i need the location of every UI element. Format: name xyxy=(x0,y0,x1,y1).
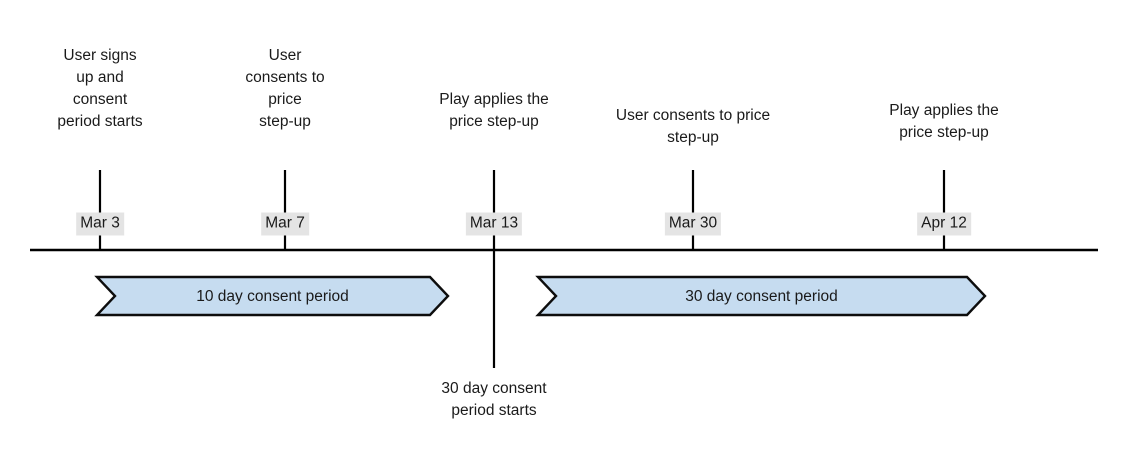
event-label-stepup-applied-1: Play applies the price step-up xyxy=(439,91,549,130)
event-label-consent-30day: User consents to price step-up xyxy=(615,107,771,146)
event-label-consent-10day: User consents to price step-up xyxy=(245,47,325,130)
period-bar-thirty-day-consent xyxy=(535,275,987,317)
period-caption-ten-day-consent: 10 day consent period xyxy=(196,288,349,305)
date-chip-stepup-applied-1: Mar 13 xyxy=(465,212,523,236)
date-chip-consent-10day: Mar 7 xyxy=(261,212,309,236)
date-chip-consent-30day: Mar 30 xyxy=(664,212,722,236)
date-chip-stepup-applied-2: Apr 12 xyxy=(917,212,971,236)
event-label-stepup-applied-2: Play applies the price step-up xyxy=(889,102,999,141)
period-caption-thirty-day-consent: 30 day consent period xyxy=(685,288,838,305)
annotation-thirty-day-start-note: 30 day consent period starts xyxy=(441,380,547,419)
event-tick-group xyxy=(98,170,946,368)
period-bar-ten-day-consent xyxy=(94,275,450,317)
period-bar-group xyxy=(94,275,987,317)
date-chip-signup: Mar 3 xyxy=(76,212,124,236)
event-label-signup: User signs up and consent period starts xyxy=(57,47,143,130)
